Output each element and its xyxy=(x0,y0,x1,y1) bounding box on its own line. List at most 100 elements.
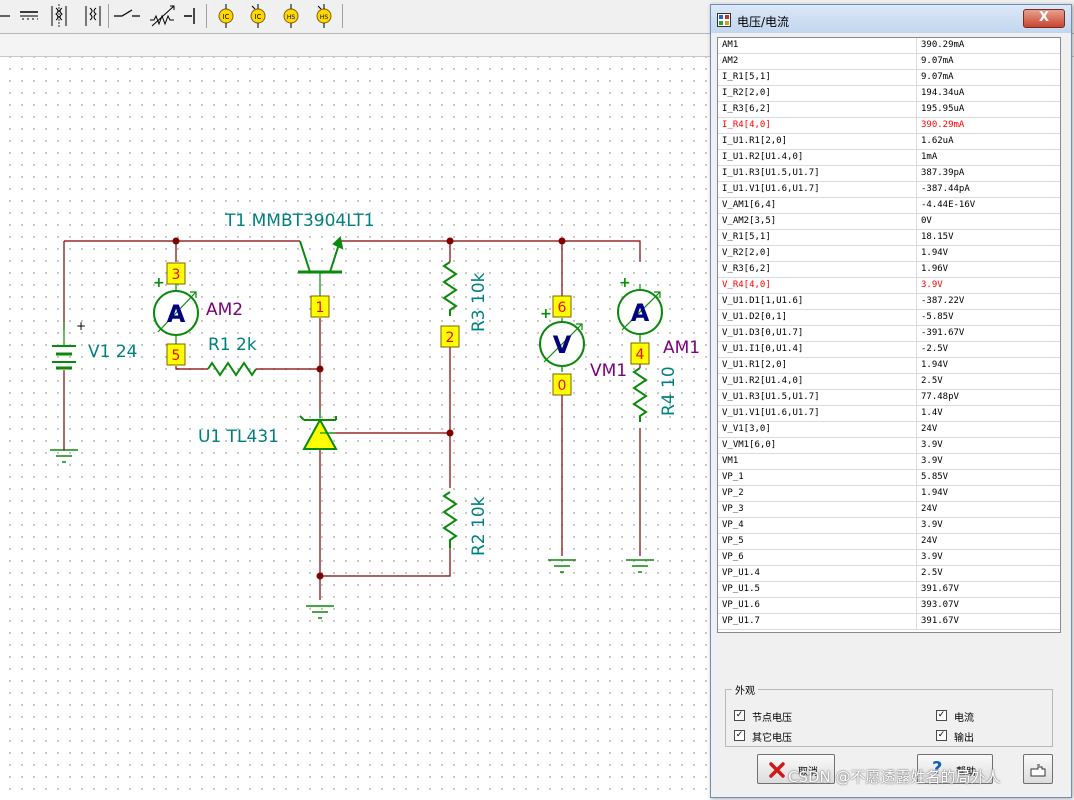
result-row[interactable]: I_R4[4,0]390.29mA xyxy=(718,118,1060,134)
am2-ammeter[interactable]: A xyxy=(153,284,199,344)
result-value: 24V xyxy=(921,424,938,434)
result-row[interactable]: V_U1.V1[U1.6,U1.7]1.4V xyxy=(718,406,1060,422)
result-value: 5.85V xyxy=(921,472,949,482)
result-name: I_R3[6,2] xyxy=(722,104,771,114)
node-voltage-check-icon: ✓ xyxy=(734,710,745,721)
result-value: 3.9V xyxy=(921,552,943,562)
result-value: -387.44pA xyxy=(921,184,970,194)
result-row[interactable]: V_R3[6,2]1.96V xyxy=(718,262,1060,278)
am1-ammeter[interactable]: A xyxy=(617,284,663,342)
ground-icon[interactable] xyxy=(20,11,38,20)
u1-tl431[interactable] xyxy=(299,410,338,450)
vm1-voltmeter[interactable]: V xyxy=(539,318,585,372)
column-divider xyxy=(916,246,917,262)
result-row[interactable]: I_R1[5,1]9.07mA xyxy=(718,70,1060,86)
result-row[interactable]: I_U1.R2[U1.4,0]1mA xyxy=(718,150,1060,166)
column-divider xyxy=(916,486,917,502)
result-row[interactable]: V_V1[3,0]24V xyxy=(718,422,1060,438)
r4-resistor[interactable] xyxy=(632,367,648,422)
result-row[interactable]: V_R1[5,1]18.15V xyxy=(718,230,1060,246)
result-value: 3.9V xyxy=(921,440,943,450)
result-row[interactable]: V_U1.D3[0,U1.7]-391.67V xyxy=(718,326,1060,342)
node-5-label: 5 xyxy=(172,348,181,364)
result-row[interactable]: I_U1.V1[U1.6,U1.7]-387.44pA xyxy=(718,182,1060,198)
variable-resistor-icon[interactable] xyxy=(150,5,175,27)
other-voltage-label: 其它电压 xyxy=(752,733,792,744)
result-row[interactable]: I_R3[6,2]195.95uA xyxy=(718,102,1060,118)
result-row[interactable]: V_U1.R3[U1.5,U1.7]77.48pV xyxy=(718,390,1060,406)
result-row[interactable]: V_R4[4,0]3.9V xyxy=(718,278,1060,294)
result-row[interactable]: V_AM1[6,4]-4.44E-16V xyxy=(718,198,1060,214)
v1-label: V1 24 xyxy=(88,342,137,362)
t1-transistor[interactable] xyxy=(298,235,344,296)
result-row[interactable]: V_U1.D1[1,U1.6]-387.22V xyxy=(718,294,1060,310)
result-value: -2.5V xyxy=(921,344,949,354)
result-row[interactable]: V_U1.R2[U1.4,0]2.5V xyxy=(718,374,1060,390)
pointer-button[interactable] xyxy=(1023,754,1053,784)
column-divider xyxy=(916,38,917,54)
result-row[interactable]: V_U1.R1[2,0] 1.94V xyxy=(718,358,1060,374)
close-icon: X xyxy=(1038,10,1050,25)
help-question-icon: ? xyxy=(932,758,943,779)
result-row[interactable]: V_VM1[6,0]3.9V xyxy=(718,438,1060,454)
result-row[interactable]: I_U1.R1[2,0]1.62uA xyxy=(718,134,1060,150)
result-name: V_U1.R1[2,0] xyxy=(722,360,788,370)
column-divider xyxy=(916,294,917,310)
vm1-plus-sign: + xyxy=(540,306,552,322)
column-divider xyxy=(916,598,917,614)
result-row[interactable]: I_R2[2,0]194.34uA xyxy=(718,86,1060,102)
capacitor-icon[interactable] xyxy=(184,8,195,24)
result-value: 1.94V xyxy=(921,248,949,258)
toolbar-icons: IC IC HS HS xyxy=(0,4,343,28)
result-row[interactable]: V_U1.D2[0,1]-5.85V xyxy=(718,310,1060,326)
help-button[interactable]: ? 帮助 xyxy=(917,754,993,784)
result-row[interactable]: V_U1.I1[0,U1.4]-2.5V xyxy=(718,342,1060,358)
hand-pointer-icon xyxy=(1030,764,1046,777)
column-divider xyxy=(916,550,917,566)
close-button[interactable]: X xyxy=(1023,9,1065,28)
cancel-button[interactable]: 取消 xyxy=(757,754,835,784)
result-value: 18.15V xyxy=(921,232,954,242)
v1-battery[interactable] xyxy=(52,322,76,370)
result-name: V_U1.R3[U1.5,U1.7] xyxy=(722,392,820,402)
result-value: 1.94V xyxy=(921,360,949,370)
ground-v1-icon xyxy=(50,432,78,463)
output-check-icon: ✓ xyxy=(936,730,947,741)
result-name: V_AM2[3,5] xyxy=(722,216,777,226)
result-row[interactable]: V_AM2[3,5]0V xyxy=(718,214,1060,230)
result-row[interactable]: V_R2[2,0]1.94V xyxy=(718,246,1060,262)
hs-icon[interactable]: HS xyxy=(283,4,299,28)
dialog-title-bar[interactable]: 电压/电流 X xyxy=(711,5,1071,33)
r2-resistor[interactable] xyxy=(442,491,458,548)
hs2-icon[interactable]: HS xyxy=(316,4,332,28)
r3-resistor[interactable] xyxy=(442,261,458,316)
result-value: 24V xyxy=(921,536,938,546)
result-value: 3.9V xyxy=(921,456,943,466)
result-name: I_U1.R3[U1.5,U1.7] xyxy=(722,168,820,178)
column-divider xyxy=(916,198,917,214)
result-value: 1.96V xyxy=(921,264,949,274)
switch-icon[interactable] xyxy=(114,9,140,17)
r4-label: R4 10 xyxy=(659,366,679,416)
transformer-icon[interactable] xyxy=(51,4,67,28)
r1-resistor[interactable] xyxy=(207,361,257,377)
transformer2-icon[interactable] xyxy=(85,6,101,26)
ic1-icon[interactable]: IC xyxy=(218,4,234,28)
result-row[interactable]: I_U1.R3[U1.5,U1.7]387.39pA xyxy=(718,166,1060,182)
ground-vm1-icon xyxy=(548,559,576,573)
ic2-icon[interactable]: IC xyxy=(250,4,266,28)
